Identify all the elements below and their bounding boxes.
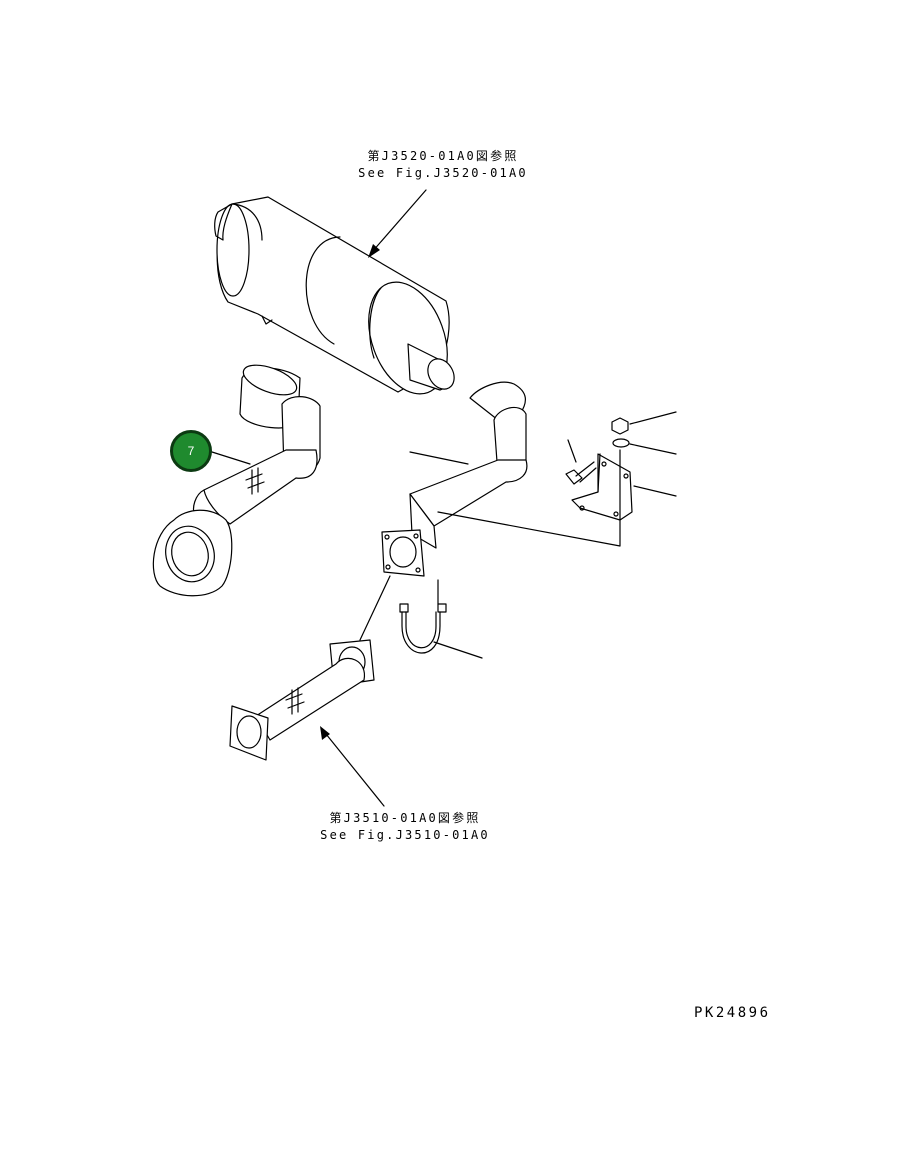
- reference-note-muffler-en: See Fig.J3520-01A0: [358, 166, 528, 180]
- bolt: [565, 461, 597, 485]
- washer-leader: [629, 443, 677, 455]
- tail-elbow-pipe: [152, 364, 321, 597]
- pipe-connection-line: [359, 575, 391, 641]
- nut-leader: [629, 411, 677, 425]
- u-bolt-clamp: [399, 579, 447, 654]
- reference-note-pipe-jp: 第J3510-01A0図参照: [329, 811, 481, 825]
- bolt-leader: [567, 439, 577, 463]
- lower-pipe-leader-arrow: [320, 726, 330, 740]
- reference-note-pipe-en: See Fig.J3510-01A0: [320, 828, 490, 842]
- center-elbow-pipe: [381, 381, 528, 577]
- reference-note-pipe: 第J3510-01A0図参照 See Fig.J3510-01A0: [310, 810, 500, 844]
- washer: [612, 438, 630, 448]
- bracket-leader: [633, 485, 677, 497]
- u-bolt-leader: [433, 641, 483, 659]
- assembly-line: [437, 449, 621, 547]
- reference-note-muffler: 第J3520-01A0図参照 See Fig.J3520-01A0: [348, 148, 538, 182]
- drawing-id: PK24896: [694, 1005, 771, 1021]
- muffler: [214, 196, 455, 395]
- muffler-leader-arrow: [368, 244, 380, 258]
- reference-note-muffler-jp: 第J3520-01A0図参照: [367, 149, 519, 163]
- lower-exhaust-pipe: [229, 639, 375, 761]
- muffler-leader: [371, 189, 427, 253]
- part-callout-7[interactable]: 7: [170, 430, 212, 472]
- mounting-bracket: [571, 453, 633, 521]
- center-pipe-leader: [409, 451, 469, 465]
- nut: [611, 417, 629, 435]
- lower-pipe-leader: [325, 733, 385, 807]
- callout-7-leader: [211, 451, 251, 465]
